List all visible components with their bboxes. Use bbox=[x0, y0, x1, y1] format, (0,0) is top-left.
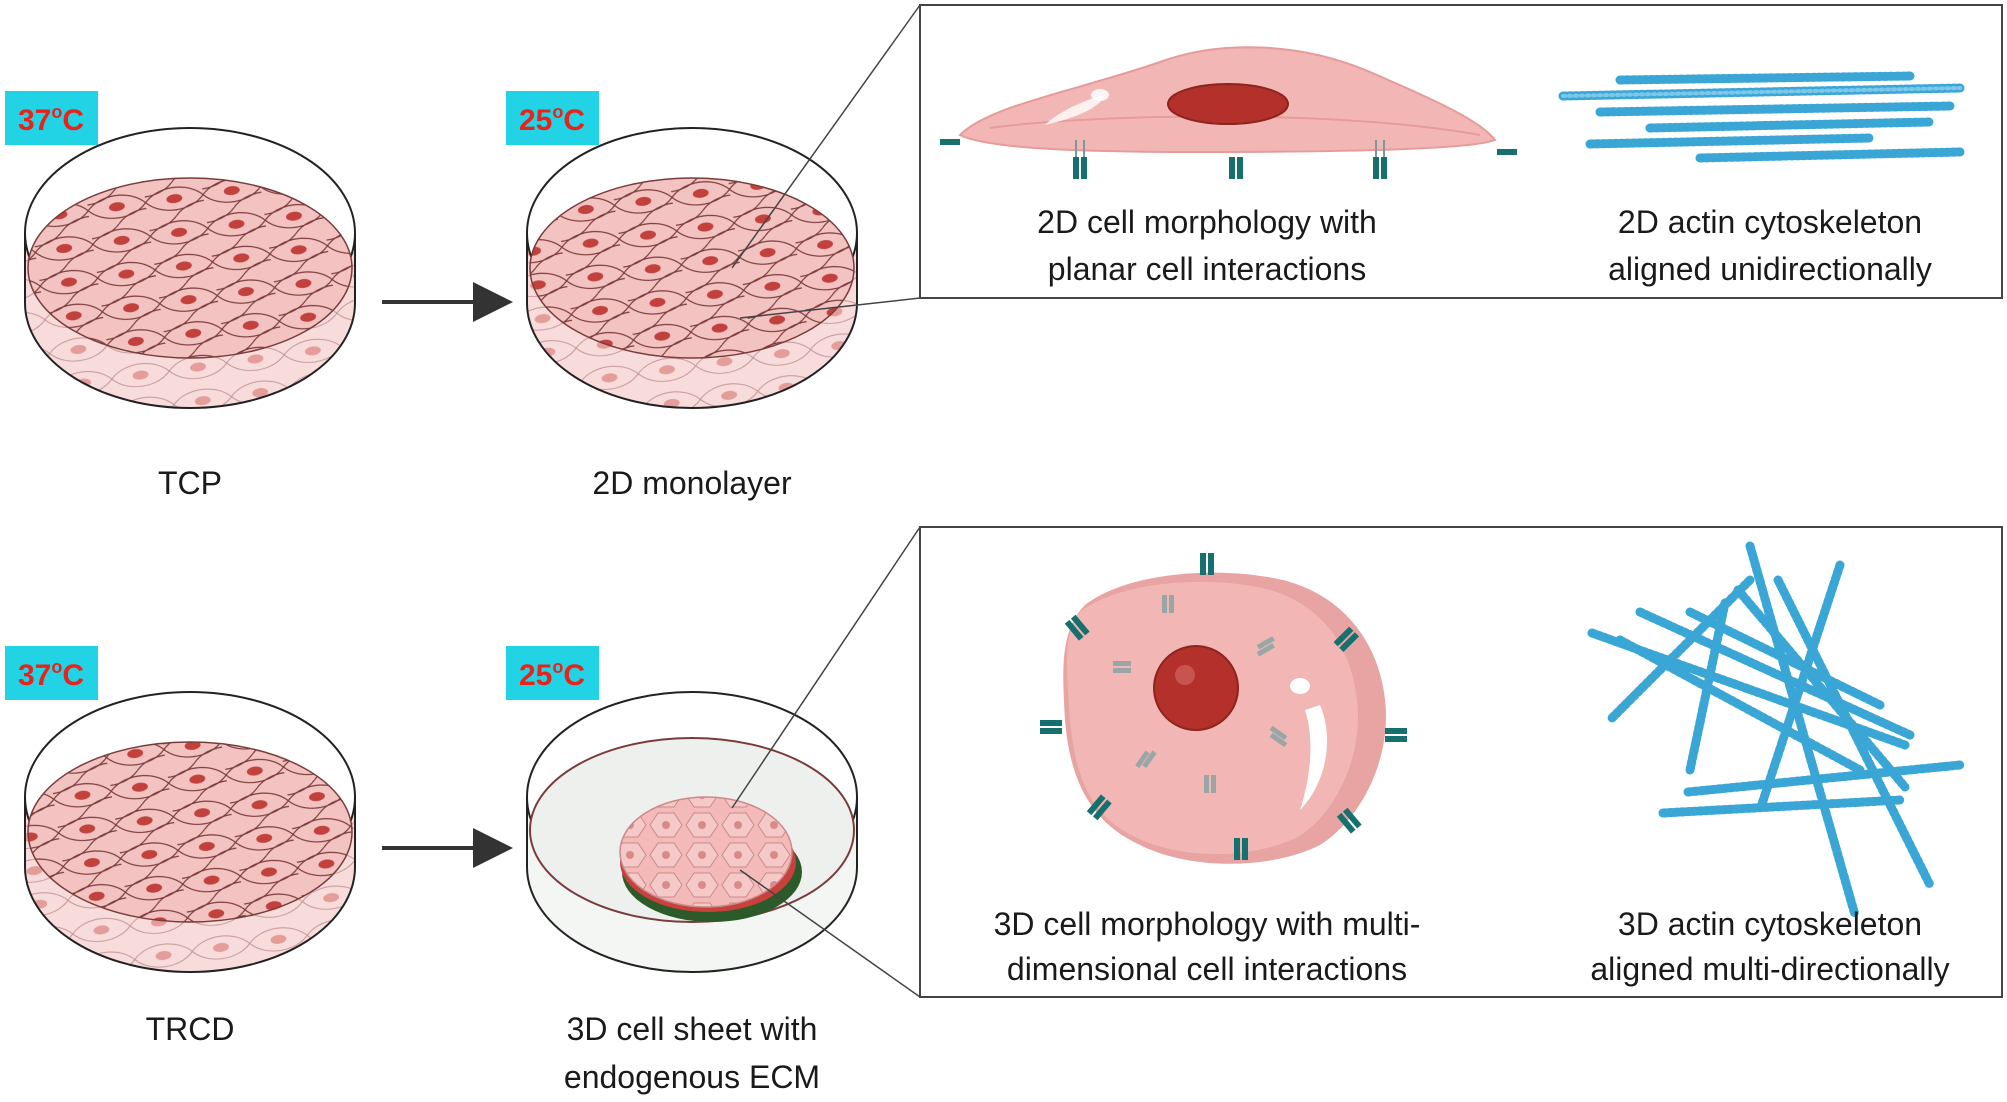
integrin-icon bbox=[1385, 728, 1407, 742]
petri-dish-trcd bbox=[24, 691, 356, 973]
svg-text:37oC: 37oC bbox=[18, 102, 84, 137]
integrin-icon bbox=[1497, 149, 1517, 155]
integrin-icon bbox=[1229, 157, 1235, 179]
svg-text:25oC: 25oC bbox=[519, 102, 585, 137]
label-3d-actin-line2: aligned multi-directionally bbox=[1590, 951, 1949, 987]
zoom-line-top-1 bbox=[731, 4, 921, 269]
label-2d-morphology-line1: 2D cell morphology with bbox=[1037, 204, 1377, 240]
label-trcd: TRCD bbox=[146, 1011, 235, 1047]
temp-unit: C bbox=[563, 104, 585, 137]
temp-value: 37 bbox=[18, 104, 51, 137]
integrin-icon bbox=[940, 139, 960, 145]
label-2d-actin-line1: 2D actin cytoskeleton bbox=[1618, 204, 1922, 240]
zoom-line-top-2 bbox=[739, 297, 921, 319]
cell-2d-illustration bbox=[940, 46, 1517, 179]
label-sheet-line2: endogenous ECM bbox=[564, 1059, 820, 1095]
label-2d-actin-line2: aligned unidirectionally bbox=[1608, 251, 1932, 287]
label-tcp: TCP bbox=[158, 465, 222, 501]
integrin-icon bbox=[1333, 626, 1360, 653]
zoom-line-bottom-1 bbox=[731, 526, 921, 809]
integrin-icon bbox=[1200, 553, 1214, 575]
label-sheet-line1: 3D cell sheet with bbox=[567, 1011, 818, 1047]
integrin-icon bbox=[1336, 807, 1362, 834]
petri-dish-cell-sheet bbox=[526, 691, 858, 973]
nucleus-3d bbox=[1153, 645, 1239, 731]
svg-text:25oC: 25oC bbox=[519, 657, 585, 692]
integrin-icon bbox=[1073, 157, 1079, 179]
svg-text:37oC: 37oC bbox=[18, 657, 84, 692]
temp-degree: o bbox=[51, 657, 62, 677]
temp-unit: C bbox=[62, 659, 84, 692]
integrin-icon bbox=[1086, 794, 1112, 821]
temp-value: 37 bbox=[18, 659, 51, 692]
label-2d-monolayer: 2D monolayer bbox=[592, 465, 792, 501]
temp-badge-top-right: 25oC bbox=[506, 91, 599, 145]
temp-badge-top-left: 37oC bbox=[5, 91, 98, 145]
temp-unit: C bbox=[563, 659, 585, 692]
temp-unit: C bbox=[62, 104, 84, 137]
petri-dish-tcp bbox=[24, 127, 356, 409]
nucleus-2d bbox=[1167, 83, 1289, 125]
temp-degree: o bbox=[51, 102, 62, 122]
integrin-icon bbox=[1040, 720, 1062, 734]
temp-badge-bottom-left: 37oC bbox=[5, 646, 98, 700]
temp-degree: o bbox=[552, 657, 563, 677]
cell-3d-illustration bbox=[1040, 553, 1407, 864]
label-3d-morphology-line1: 3D cell morphology with multi- bbox=[994, 906, 1421, 942]
actin-3d-illustration bbox=[1587, 541, 1965, 920]
label-3d-actin-line1: 3D actin cytoskeleton bbox=[1618, 906, 1922, 942]
petri-dish-monolayer bbox=[526, 127, 858, 409]
actin-2d-illustration bbox=[1558, 71, 1965, 163]
integrin-icon bbox=[1234, 838, 1248, 860]
temp-value: 25 bbox=[519, 104, 552, 137]
cell-sheet bbox=[619, 796, 802, 922]
integrin-icon bbox=[1373, 157, 1379, 179]
temp-badge-bottom-right: 25oC bbox=[506, 646, 599, 700]
zoom-line-bottom-2 bbox=[739, 869, 921, 998]
integrin-icon bbox=[1064, 614, 1090, 641]
label-3d-morphology-line2: dimensional cell interactions bbox=[1007, 951, 1407, 987]
temp-degree: o bbox=[552, 102, 563, 122]
temp-value: 25 bbox=[519, 659, 552, 692]
label-2d-morphology-line2: planar cell interactions bbox=[1048, 251, 1366, 287]
